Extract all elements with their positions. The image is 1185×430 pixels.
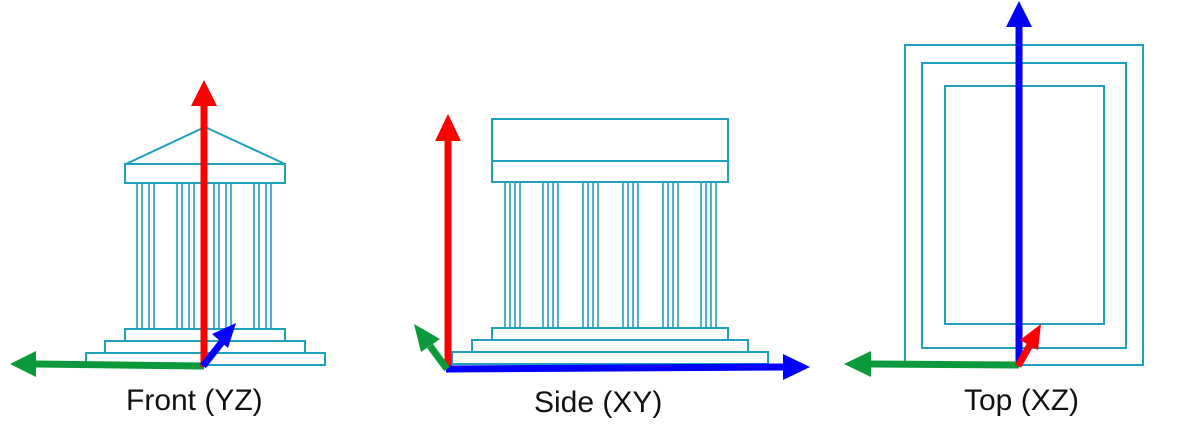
temple-roof-side	[491, 118, 729, 162]
green-arrowhead	[844, 351, 871, 377]
front-view-label: Front (YZ)	[126, 384, 263, 417]
outer-step-outline	[904, 44, 1144, 366]
top-axes	[844, 1, 1041, 377]
red-axis-arrow	[1014, 343, 1034, 368]
roof-outline	[944, 85, 1105, 325]
temple-columns-side	[504, 181, 717, 329]
side-view	[414, 114, 810, 380]
green-axis-arrow	[427, 343, 450, 372]
front-axes	[10, 80, 236, 377]
blue-arrowhead	[783, 354, 810, 380]
green-arrowhead	[10, 351, 36, 377]
blue-arrowhead	[212, 323, 236, 348]
top-view-label: Top (XZ)	[964, 384, 1080, 417]
blue-arrowhead	[1006, 1, 1032, 27]
middle-step-outline	[921, 62, 1127, 349]
temple-entablature-side	[491, 160, 729, 183]
front-view	[10, 80, 326, 377]
green-axis-arrow	[35, 360, 205, 370]
temple-top-drawing	[904, 44, 1144, 366]
top-view	[844, 1, 1144, 377]
temple-steps-side	[451, 327, 769, 365]
blue-axis-arrow	[200, 339, 225, 369]
red-arrowhead	[435, 114, 461, 141]
green-axis-arrow	[869, 360, 1020, 369]
side-axes	[414, 114, 810, 380]
temple-side-drawing	[451, 118, 769, 365]
side-view-label: Side (XY)	[534, 386, 663, 419]
green-arrowhead	[414, 324, 440, 352]
red-arrowhead	[191, 80, 217, 106]
red-arrowhead	[1020, 324, 1041, 350]
blue-axis-arrow	[445, 363, 785, 373]
